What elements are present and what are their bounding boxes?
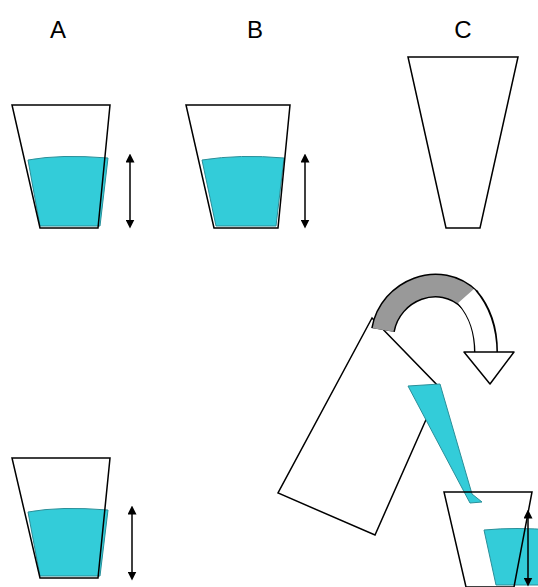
cup-letter: A	[50, 18, 66, 42]
cup-b-pouring	[278, 318, 482, 535]
pour-arrow	[383, 286, 514, 384]
glass-c-bottom	[444, 492, 538, 587]
cup-a	[12, 105, 130, 228]
cup-b	[186, 105, 305, 228]
glass-c	[408, 57, 518, 228]
cup-letter: C	[454, 18, 471, 42]
cup-letter: B	[247, 18, 263, 42]
cup-a-bottom	[12, 458, 132, 578]
